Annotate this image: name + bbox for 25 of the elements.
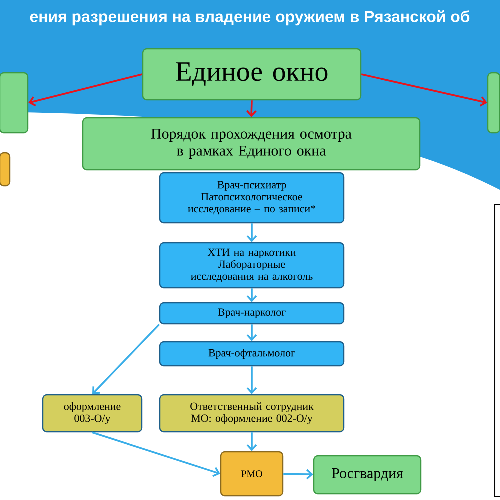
form-box: оформление 003-О/у: [42, 394, 143, 433]
office-box: РМО: [220, 451, 284, 497]
step-box: Врач-офтальмолог: [159, 341, 345, 367]
arrow: [28, 74, 143, 107]
arrow: [361, 74, 488, 107]
process-box: Порядок прохождения осмотра в рамках Единого окна: [82, 117, 421, 171]
arrow: [246, 366, 258, 394]
form-box: Ответственный сотрудник МО: оформление 002-О/у: [159, 394, 345, 433]
arrow: [92, 432, 220, 478]
arrow: [246, 432, 258, 452]
arrow: [246, 288, 258, 302]
arrow: [246, 224, 258, 242]
arrow: [246, 100, 257, 118]
slide-title: ения разрешения на владение оружием в Рязанской об: [30, 10, 470, 26]
cropped-box: [0, 72, 29, 134]
cropped-box: [487, 72, 500, 134]
step-box: ХТИ на наркотики Лабораторные исследования на алкоголь: [159, 242, 345, 289]
step-box: Врач-нарколог: [159, 302, 345, 325]
process-box: Росгвардия: [313, 455, 422, 495]
cropped-box: [0, 152, 11, 187]
process-box: Единое окно: [142, 48, 362, 101]
step-box: Врач-психиатр Патопсихологическое исследование – по записи*: [159, 172, 345, 224]
arrow: [92, 324, 160, 394]
arrow: [284, 469, 314, 480]
arrow: [246, 324, 258, 342]
